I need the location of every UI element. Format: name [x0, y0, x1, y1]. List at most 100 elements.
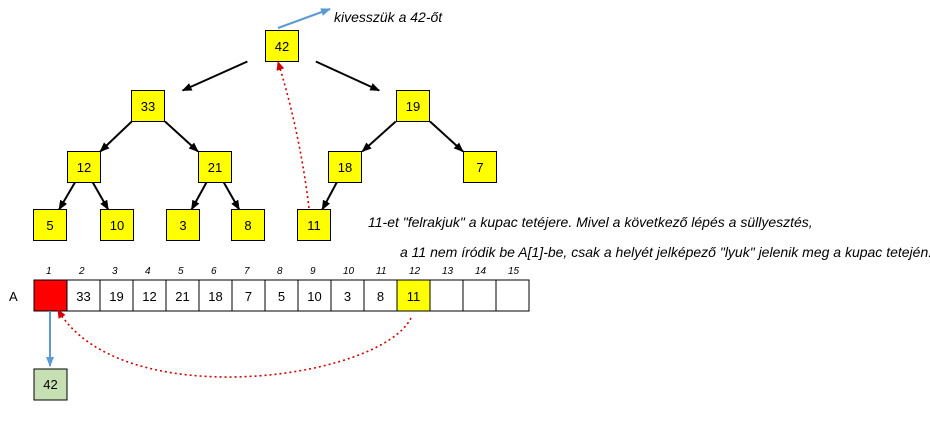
array-index: 5	[178, 266, 184, 277]
remove-note: kivesszük a 42-őt	[334, 9, 443, 25]
tree-node-label: 21	[208, 160, 222, 175]
tree-node-box	[100, 209, 134, 241]
tree-node-box	[33, 209, 67, 241]
tree-node-box	[131, 90, 165, 122]
array-cell: 7	[231, 279, 266, 312]
array-cell: 3	[330, 279, 365, 312]
tree-node: 12	[67, 151, 101, 183]
tree-node-box	[198, 151, 232, 183]
tree-node-label: 10	[110, 218, 124, 233]
array-index: 11	[376, 266, 386, 277]
tree-edges	[58, 60, 464, 211]
array-cell-value: 33	[76, 289, 90, 304]
tree-node-box	[328, 151, 362, 183]
array-cell-value: 12	[142, 289, 156, 304]
tree-node: 5	[33, 209, 67, 241]
array-cell	[33, 279, 68, 312]
array-cell-value: 21	[175, 289, 189, 304]
tree-node: 33	[131, 90, 165, 122]
array-cell-box	[495, 279, 530, 312]
remove-arrow	[277, 8, 331, 29]
tree-node-label: 5	[46, 218, 53, 233]
tree-node-box	[463, 151, 497, 183]
array-cell-value: 11	[407, 289, 421, 304]
array-index: 13	[442, 266, 454, 277]
array-cell-value: 19	[109, 289, 123, 304]
tree-node-box	[166, 209, 200, 241]
tree-node-label: 19	[406, 99, 420, 114]
array-cell: 8	[363, 279, 398, 312]
removed-value-box: 42	[33, 368, 68, 401]
array-cell-box	[198, 279, 233, 312]
array-cell-value: 5	[278, 289, 285, 304]
array-cell: 21	[165, 279, 200, 312]
tree-node-label: 42	[275, 39, 289, 54]
tree-node-label: 8	[244, 218, 251, 233]
array-cell: 11	[396, 279, 431, 312]
array-cell-box	[462, 279, 497, 312]
tree-node: 3	[166, 209, 200, 241]
tree-edge	[91, 182, 110, 211]
array-name: A	[9, 289, 18, 304]
array-cell-value: 7	[245, 289, 252, 304]
tree-node: 11	[297, 209, 331, 241]
tree-node-label: 11	[307, 218, 321, 233]
array-index: 2	[78, 266, 85, 277]
tree-node-label: 18	[338, 160, 352, 175]
tree-node-box	[396, 90, 430, 122]
tree-nodes: 42 33 19 12 21 18 7 5 10 3 8 11	[33, 30, 497, 241]
tree-node: 42	[265, 30, 299, 62]
array-cell-box	[66, 279, 101, 312]
lift-note-line1: 11-et "felrakjuk" a kupac tetéjere. Mive…	[368, 214, 813, 230]
tree-node-box	[265, 30, 299, 62]
tree-node-label: 7	[476, 160, 483, 175]
tree-edge	[58, 181, 76, 211]
tree-node: 7	[463, 151, 497, 183]
array-index: 1	[46, 266, 52, 277]
tree-node-box	[297, 209, 331, 241]
lift-arrow-tree	[276, 61, 310, 209]
array-cell-value: 10	[307, 289, 321, 304]
array-index: 8	[277, 266, 283, 277]
tree-edge	[181, 60, 248, 92]
array-cell-box	[396, 279, 431, 312]
array-index: 14	[475, 266, 487, 277]
tree-edge	[321, 182, 338, 211]
array-index: 10	[343, 266, 355, 277]
array-cell-box	[165, 279, 200, 312]
tree-node: 21	[198, 151, 232, 183]
tree-node-label: 12	[77, 160, 91, 175]
tree-edge	[164, 120, 199, 153]
tree-node-box	[231, 209, 265, 241]
array-cell: 12	[132, 279, 167, 312]
array-cell-value: 8	[377, 289, 384, 304]
array-index: 4	[145, 266, 151, 277]
tree-edge	[190, 182, 208, 211]
tree-node-label: 33	[141, 99, 155, 114]
tree-node: 10	[100, 209, 134, 241]
tree-node: 18	[328, 151, 362, 183]
move-arrow-array	[57, 309, 412, 378]
tree-node: 19	[396, 90, 430, 122]
array-cell-box	[264, 279, 299, 312]
array-cell-value: 18	[208, 289, 222, 304]
array-cells: 33 19 12 21 18 7 5 10 3 8 11	[33, 279, 530, 312]
array-index: 6	[211, 266, 217, 277]
tree-edge	[361, 120, 397, 153]
array-index: 7	[244, 266, 250, 277]
array-cell-box	[363, 279, 398, 312]
array-cell-box	[429, 279, 464, 312]
tree-edge	[99, 120, 133, 153]
array-cell: 10	[297, 279, 332, 312]
tree-edge	[222, 182, 241, 211]
array-cell-value: 3	[344, 289, 351, 304]
array-cell: 33	[66, 279, 101, 312]
array-cell	[495, 279, 530, 312]
tree-node-box	[67, 151, 101, 183]
tree-node-label: 3	[179, 218, 186, 233]
tree-node: 8	[231, 209, 265, 241]
lift-note-line2: a 11 nem íródik be A[1]-be, csak a helyé…	[400, 244, 930, 260]
tree-edge	[315, 60, 381, 92]
